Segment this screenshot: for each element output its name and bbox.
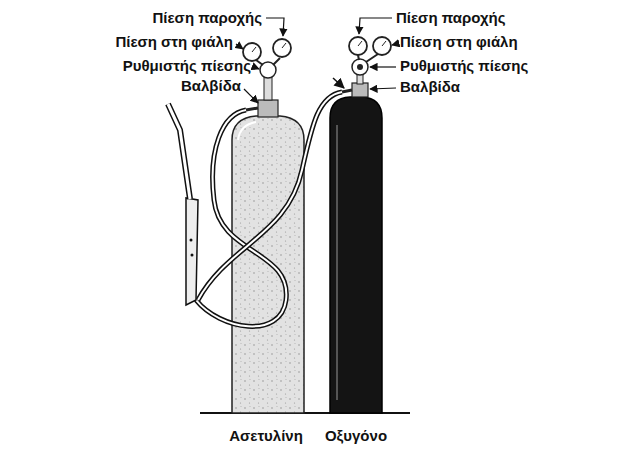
regulator-label: Ρυθμιστής πίεσης (123, 57, 251, 75)
leader-line (370, 66, 396, 67)
label-slot: Πίεση παροχής (153, 9, 263, 27)
cylinder-pressure-gauge (373, 37, 391, 55)
oxygen-hose (198, 92, 342, 300)
label-slot: Ασετυλίνη (229, 427, 303, 445)
leader-line (266, 18, 284, 36)
label-slot: Οξυγόνο (325, 427, 387, 445)
label-slot: Ρυθμιστής πίεσης (123, 57, 251, 75)
cylinder-pressure-label: Πίεση στη φιάλη (400, 33, 518, 51)
hose-core (198, 92, 342, 300)
leader-line (392, 44, 396, 45)
label-slot: Πίεση στη φιάλη (115, 33, 233, 51)
hose-core (196, 110, 286, 326)
cylinder-pressure-label: Πίεση στη φιάλη (115, 33, 233, 51)
acetylene-hose (196, 110, 286, 326)
oxygen-cylinder (330, 97, 382, 413)
hose-fitting (342, 90, 352, 92)
gauge-neck (273, 58, 280, 65)
acetylene-valve (258, 100, 278, 117)
torch-tube-core (168, 104, 190, 199)
valve-label: Βαλβίδα (400, 78, 460, 96)
gauge-needle (252, 47, 256, 52)
oxygen-valve (352, 83, 368, 97)
gauge-needle (358, 41, 362, 46)
regulator-label: Ρυθμιστής πίεσης (400, 57, 528, 75)
label-slot: Βαλβίδα (181, 77, 241, 95)
torch-tube (168, 104, 190, 199)
gauge-neck (256, 60, 263, 65)
pointer-arrow (333, 78, 344, 88)
label-slot: Πίεση στη φιάλη (400, 33, 518, 51)
delivery-pressure-label: Πίεση παροχής (396, 9, 506, 27)
leader-line (236, 44, 243, 49)
gauge-needle (282, 43, 286, 48)
oxygen-regulator (352, 59, 368, 75)
leader-line (244, 89, 258, 103)
delivery-pressure-label: Πίεση παροχής (153, 9, 263, 27)
cylinder-name: Ασετυλίνη (229, 427, 303, 445)
torch-detail (190, 239, 193, 242)
valve-label: Βαλβίδα (181, 77, 241, 95)
regulator-knob (357, 64, 363, 70)
hose-fitting (246, 108, 258, 110)
label-slot: Πίεση παροχής (396, 9, 506, 27)
cylinder-highlight (336, 125, 338, 400)
delivery-pressure-gauge (273, 39, 291, 57)
regulator-stem (264, 76, 272, 100)
gauge-needle (382, 41, 386, 46)
leader-line (254, 67, 259, 69)
leader-line (370, 88, 396, 89)
label-slot: Ρυθμιστής πίεσης (400, 57, 528, 75)
cylinder-highlight (238, 122, 256, 140)
torch-handle (186, 198, 198, 305)
leader-line (359, 18, 392, 34)
gauge-neck (366, 54, 378, 62)
cylinder-name: Οξυγόνο (325, 427, 387, 445)
label-slot: Βαλβίδα (400, 78, 460, 96)
delivery-pressure-gauge (349, 37, 367, 55)
torch-detail (191, 254, 194, 257)
